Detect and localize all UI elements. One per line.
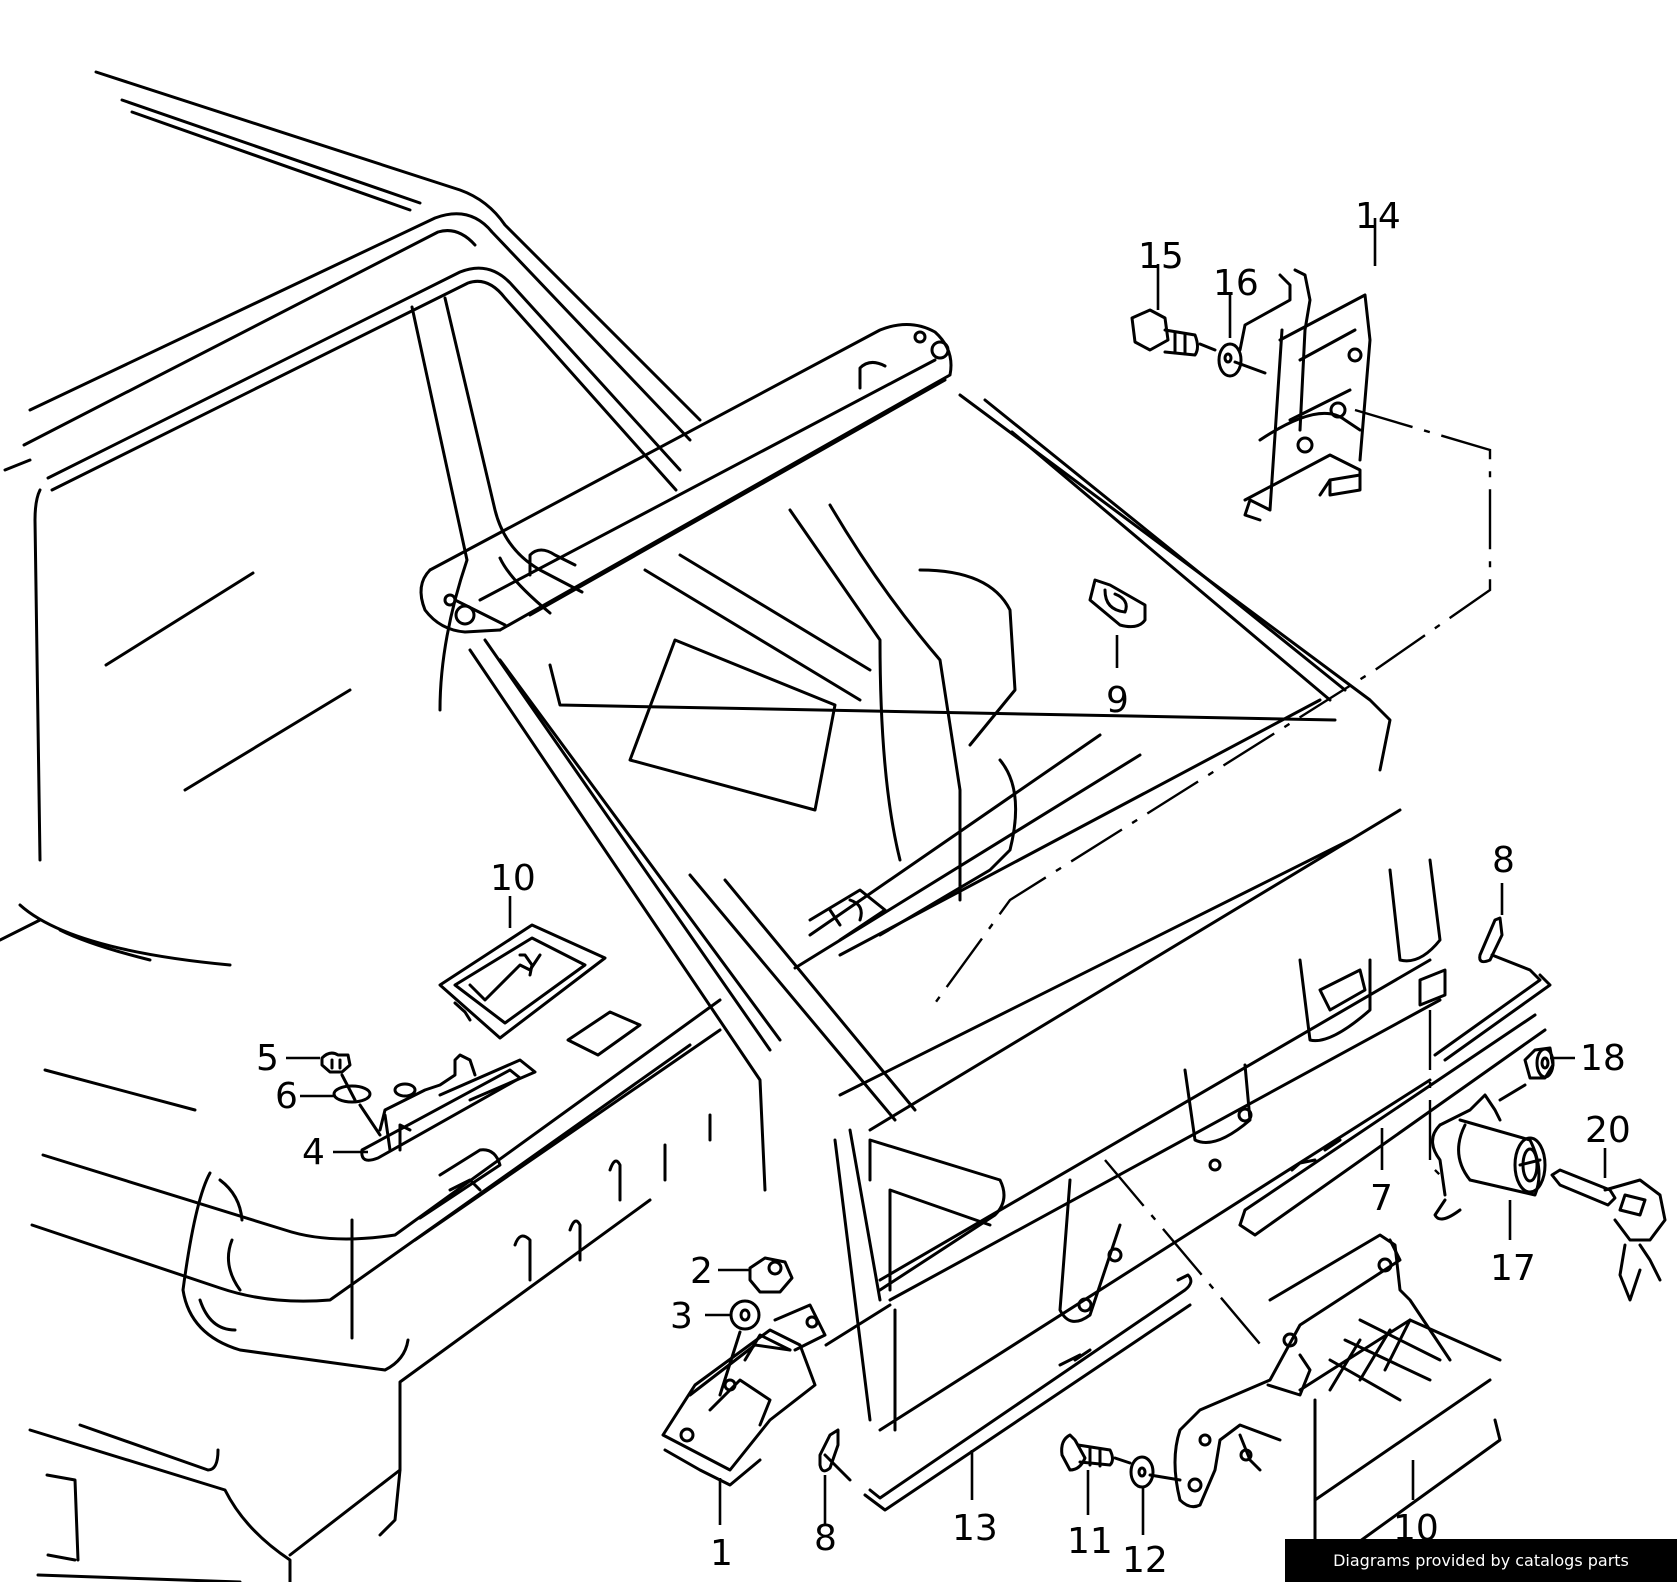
car-body-drawing bbox=[0, 70, 722, 1582]
tailgate-drawing bbox=[419, 323, 1447, 1432]
callout-10[interactable]: 10 bbox=[490, 858, 536, 899]
callout-6[interactable]: 6 bbox=[275, 1076, 298, 1117]
credit-banner: Diagrams provided by catalogs parts bbox=[1285, 1539, 1677, 1582]
part-17-washer bbox=[1217, 342, 1267, 378]
callout-leaders bbox=[286, 218, 1607, 1535]
callout-8-lower[interactable]: 8 bbox=[814, 1518, 837, 1559]
part-5-nut bbox=[320, 1051, 357, 1102]
credit-text: Diagrams provided by catalogs parts bbox=[1333, 1551, 1629, 1570]
part-15-bracket bbox=[1238, 268, 1372, 522]
callout-9[interactable]: 9 bbox=[1106, 680, 1129, 721]
part-7-rod bbox=[1238, 1013, 1547, 1237]
callout-13[interactable]: 12 bbox=[1122, 1540, 1168, 1581]
part-4-hinge bbox=[360, 1053, 537, 1162]
part-8-clip-lower bbox=[818, 1428, 852, 1482]
reference-leaders bbox=[929, 408, 1492, 1351]
part-11-handle bbox=[1173, 1233, 1502, 1572]
callout-8-upper[interactable]: 8 bbox=[1492, 840, 1515, 881]
part-18-lock-cylinder bbox=[1431, 1093, 1547, 1221]
callout-labels: 14 15 16 9 10 5 6 4 8 18 7 20 17 2 3 1 8… bbox=[256, 196, 1631, 1581]
callout-15[interactable]: 14 bbox=[1355, 196, 1401, 237]
callout-20[interactable]: 20 bbox=[1585, 1110, 1631, 1151]
part-2-nut bbox=[748, 1256, 794, 1294]
callout-14[interactable]: 13 bbox=[952, 1508, 998, 1549]
part-8-clip-upper bbox=[1433, 916, 1552, 1062]
part-14-rod bbox=[863, 1273, 1193, 1512]
part-13-washer bbox=[1129, 1455, 1182, 1489]
callout-7[interactable]: 7 bbox=[1370, 1178, 1393, 1219]
part-16-bolt bbox=[1130, 308, 1217, 357]
callout-19[interactable]: 18 bbox=[1580, 1038, 1626, 1079]
part-1-lock bbox=[661, 1303, 892, 1487]
callout-16[interactable]: 15 bbox=[1138, 236, 1184, 277]
part-20-key bbox=[1550, 1168, 1667, 1302]
part-6-washer bbox=[332, 1084, 382, 1137]
callout-18[interactable]: 17 bbox=[1490, 1248, 1536, 1289]
part-10-striker bbox=[438, 923, 607, 1040]
callout-2[interactable]: 2 bbox=[690, 1251, 713, 1292]
callout-12[interactable]: 11 bbox=[1067, 1521, 1113, 1562]
callout-4[interactable]: 4 bbox=[302, 1132, 325, 1173]
callout-1[interactable]: 1 bbox=[710, 1533, 733, 1574]
callout-5[interactable]: 5 bbox=[256, 1038, 279, 1079]
callout-3[interactable]: 3 bbox=[670, 1296, 693, 1337]
callout-17[interactable]: 16 bbox=[1213, 263, 1259, 304]
part-12-bolt bbox=[1060, 1433, 1132, 1472]
part-19-nut bbox=[1498, 1046, 1555, 1102]
